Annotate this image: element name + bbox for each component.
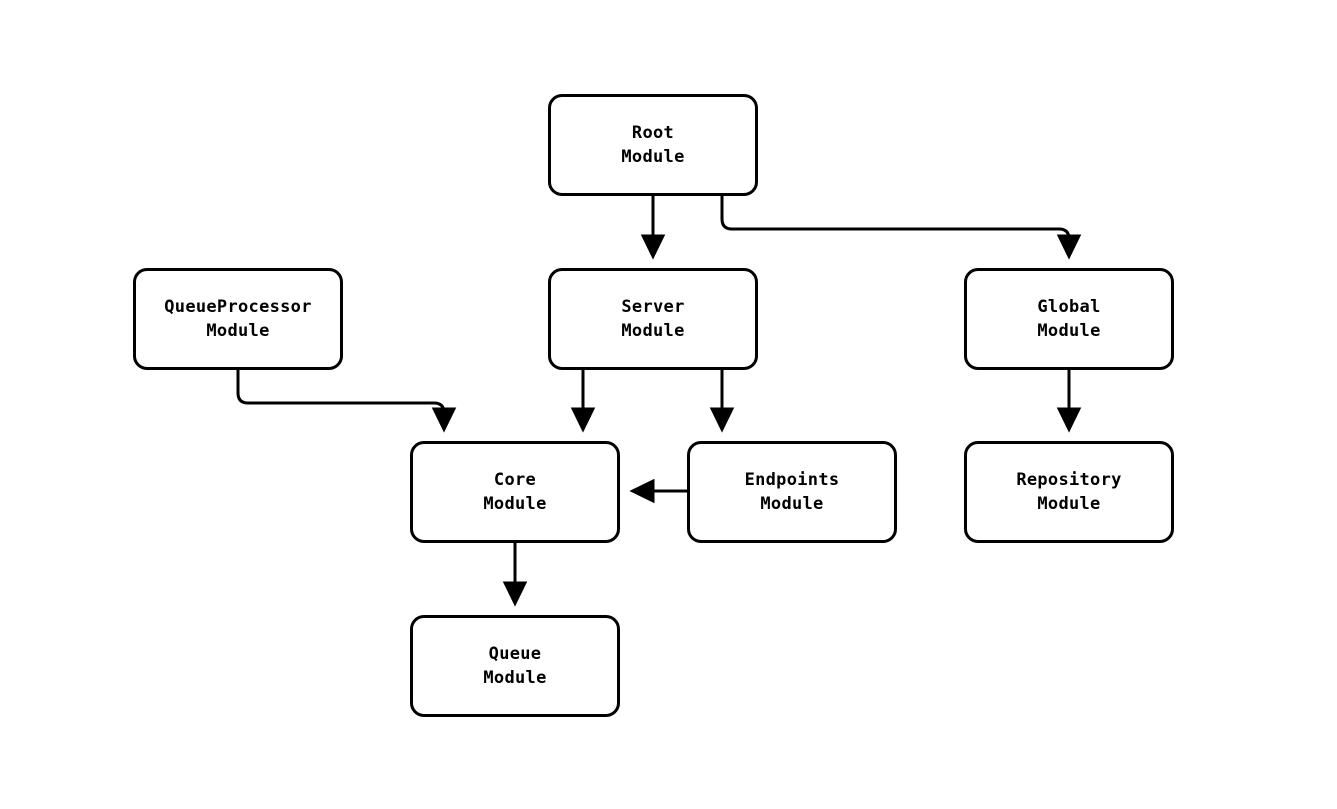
node-label-global-module: Global Module: [1037, 296, 1101, 341]
node-label-repository-module: Repository Module: [1016, 469, 1122, 514]
node-repository-module[interactable]: Repository Module: [964, 441, 1174, 543]
node-label-endpoints-module: Endpoints Module: [744, 469, 840, 514]
node-label-queueprocessor-module: QueueProcessor Module: [164, 296, 312, 341]
edge-queueprocessor-to-core: [236, 370, 457, 433]
node-label-queue-module: Queue Module: [483, 643, 547, 688]
node-queue-module[interactable]: Queue Module: [410, 615, 620, 717]
node-core-module[interactable]: Core Module: [410, 441, 620, 543]
node-root-module[interactable]: Root Module: [548, 94, 758, 196]
node-queueprocessor-module[interactable]: QueueProcessor Module: [133, 268, 343, 370]
node-label-root-module: Root Module: [621, 122, 685, 167]
node-server-module[interactable]: Server Module: [548, 268, 758, 370]
node-global-module[interactable]: Global Module: [964, 268, 1174, 370]
node-endpoints-module[interactable]: Endpoints Module: [687, 441, 897, 543]
node-label-core-module: Core Module: [483, 469, 547, 514]
node-label-server-module: Server Module: [621, 296, 685, 341]
edge-root-to-global: [720, 196, 1082, 260]
